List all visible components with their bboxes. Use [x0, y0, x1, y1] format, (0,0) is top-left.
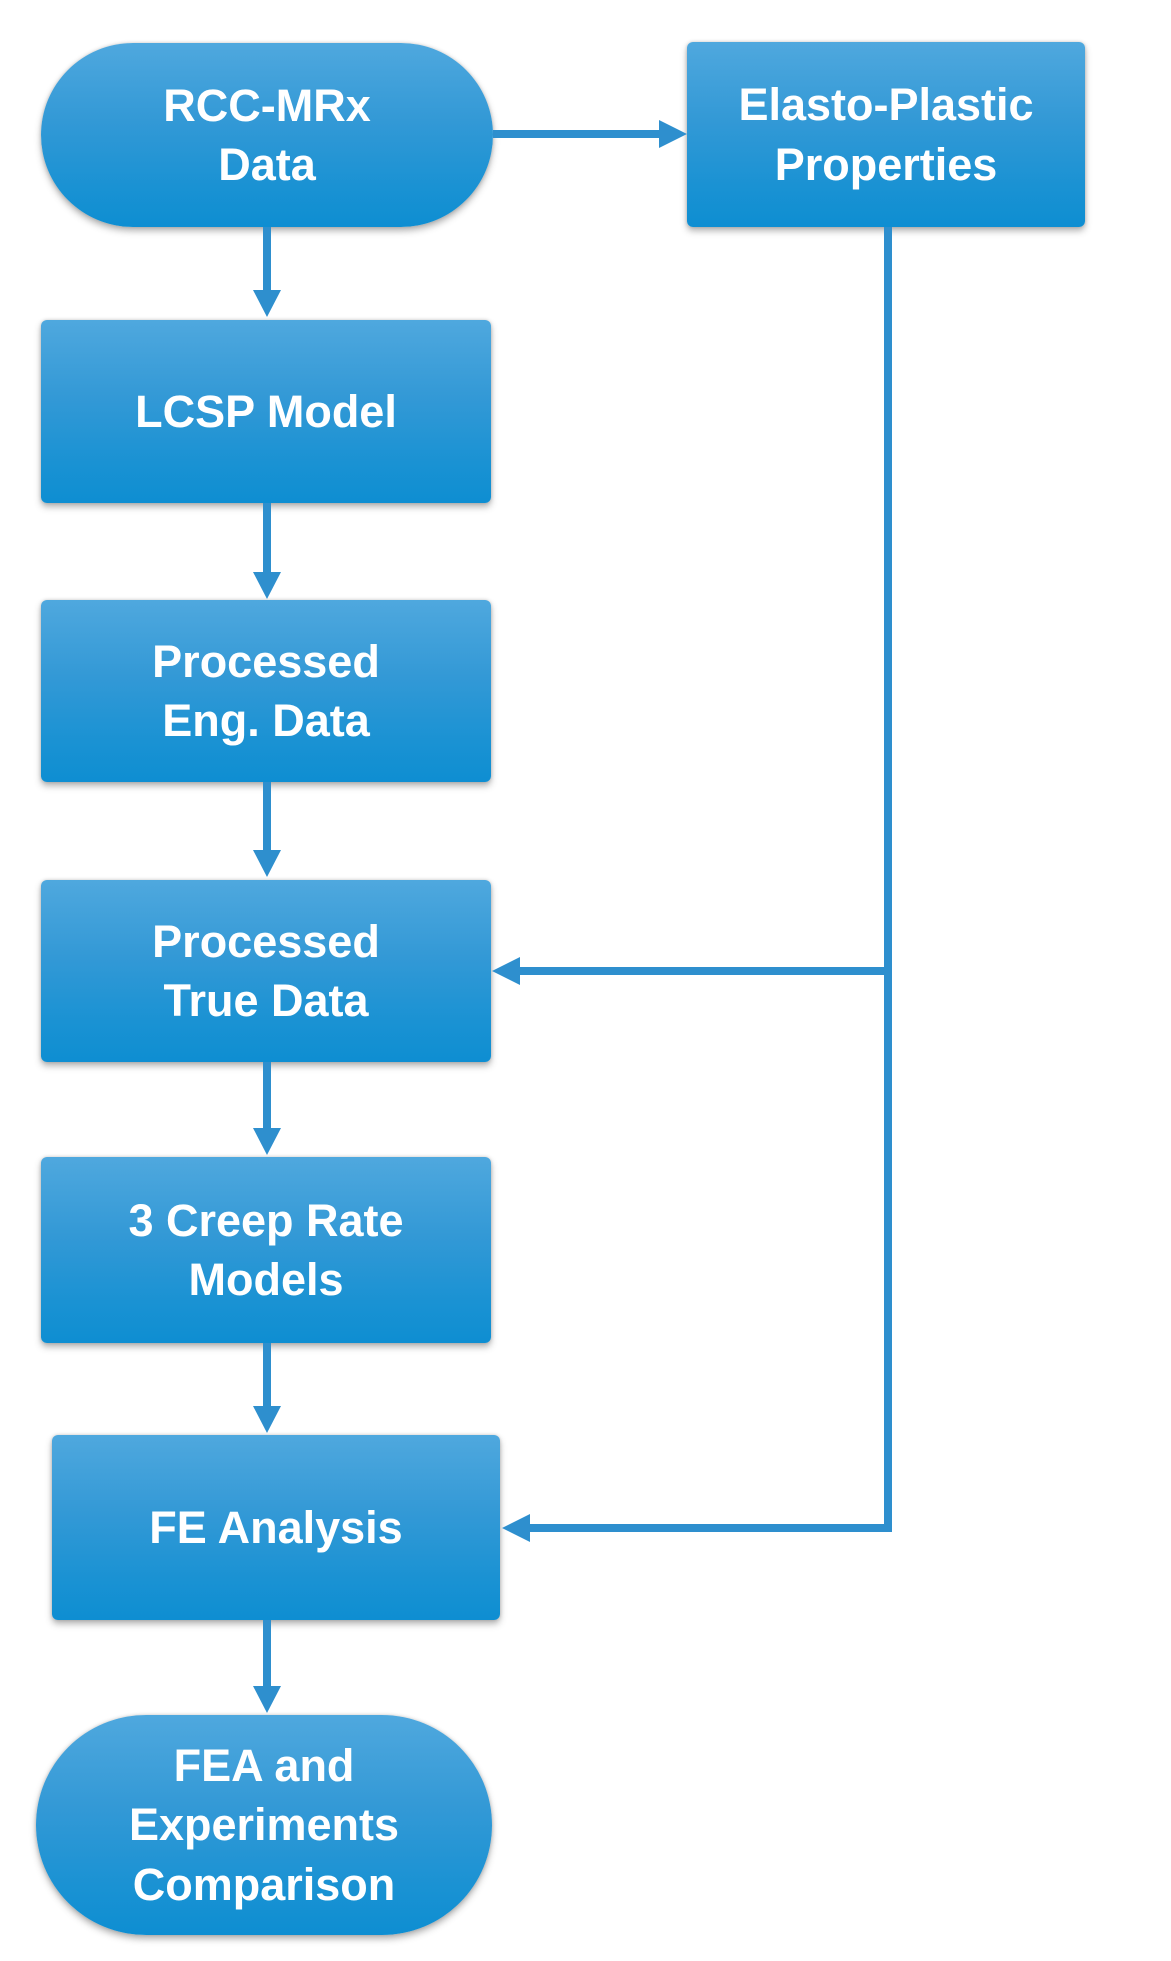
edge-creep-models-to-fe-analysis-arrowhead-icon: [253, 1406, 281, 1433]
edge-fe-analysis-to-comparison-stem: [263, 1620, 271, 1687]
edge-rcc-mrx-to-elasto-stem: [493, 130, 660, 138]
node-lcsp-model: LCSP Model: [41, 320, 491, 503]
node-fea-experiments-comparison: FEA and Experiments Comparison: [36, 1715, 492, 1935]
edge-rcc-mrx-to-lcsp-stem: [263, 227, 271, 291]
edge-eng-data-to-true-data-arrowhead-icon: [253, 850, 281, 877]
edge-fe-analysis-to-comparison-arrowhead-icon: [253, 1686, 281, 1713]
edge-lcsp-to-eng-data-stem: [263, 503, 271, 573]
edge-eng-data-to-true-data-stem: [263, 782, 271, 851]
edge-creep-models-to-fe-analysis-stem: [263, 1343, 271, 1407]
edge-elasto-to-true-data-stem: [520, 967, 892, 975]
node-rcc-mrx-data: RCC-MRx Data: [41, 43, 493, 227]
edge-elasto-to-fe-analysis-arrowhead-icon: [502, 1514, 530, 1542]
node-processed-true-data: Processed True Data: [41, 880, 491, 1062]
edge-elasto-trunk-line: [884, 227, 892, 1532]
edge-lcsp-to-eng-data-arrowhead-icon: [253, 572, 281, 599]
edge-elasto-to-fe-analysis-stem: [530, 1524, 892, 1532]
node-elasto-plastic-properties: Elasto-Plastic Properties: [687, 42, 1085, 227]
edge-elasto-to-true-data-arrowhead-icon: [492, 957, 520, 985]
edge-rcc-mrx-to-elasto-arrowhead-icon: [659, 120, 687, 148]
node-creep-rate-models: 3 Creep Rate Models: [41, 1157, 491, 1343]
edge-true-data-to-creep-models-arrowhead-icon: [253, 1128, 281, 1155]
node-processed-eng-data: Processed Eng. Data: [41, 600, 491, 782]
edge-rcc-mrx-to-lcsp-arrowhead-icon: [253, 290, 281, 317]
edge-true-data-to-creep-models-stem: [263, 1062, 271, 1129]
node-fe-analysis: FE Analysis: [52, 1435, 500, 1620]
